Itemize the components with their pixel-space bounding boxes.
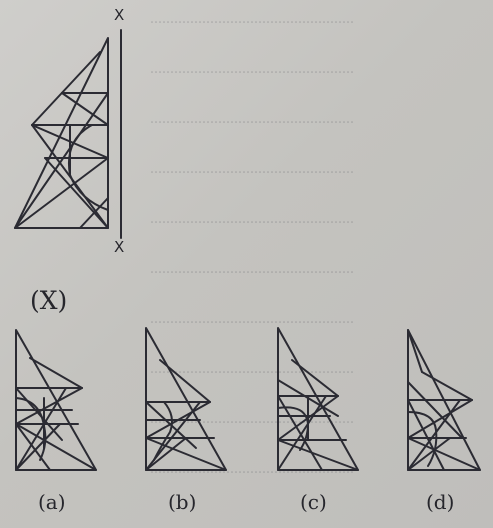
- curve-arc: [68, 124, 109, 211]
- diagonal-2: [14, 92, 109, 229]
- diagonal-3: [407, 399, 461, 471]
- hook-upper-line: [421, 371, 473, 401]
- bleed-through-text: ........................................…: [150, 110, 354, 127]
- diagonal-2: [15, 423, 97, 471]
- option-d-figure[interactable]: [388, 320, 493, 480]
- option-c-label: (c): [300, 490, 327, 514]
- outer-triangle: [145, 327, 227, 471]
- diagonal-4: [145, 437, 187, 471]
- option-b-figure[interactable]: [130, 320, 240, 480]
- hook-lower-line: [15, 387, 83, 425]
- bleed-through-text: ........................................…: [150, 210, 354, 227]
- option-b-label: (b): [168, 490, 197, 514]
- option-c-drawing: [277, 327, 359, 471]
- diagonal-5: [407, 437, 451, 471]
- bleed-through-text: ........................................…: [150, 460, 354, 477]
- hook-lower-line: [407, 399, 473, 439]
- diagonal-3: [15, 387, 67, 471]
- mirror-line-top-label: X: [114, 6, 125, 24]
- option-d-label: (d): [426, 490, 455, 514]
- outer-triangle: [15, 329, 97, 471]
- diagonal-3: [277, 395, 327, 471]
- diagonal-2: [145, 437, 227, 471]
- question-figure-label: (X): [30, 286, 68, 315]
- bleed-through-text: ........................................…: [150, 160, 354, 177]
- diagonal-4: [15, 423, 51, 471]
- question-figure-drawing: [14, 29, 122, 239]
- hook-upper-line: [291, 359, 339, 397]
- mirror-line-bottom-label: X: [114, 238, 125, 256]
- diagonal-6: [44, 157, 109, 229]
- option-d-drawing: [407, 329, 481, 471]
- hook-upper-line: [159, 359, 211, 403]
- diagonal-4: [277, 439, 359, 471]
- diagonal-2: [407, 437, 481, 471]
- bleed-through-text: ........................................…: [150, 60, 354, 77]
- diagonal-5: [15, 423, 61, 471]
- curve-arc: [153, 401, 173, 461]
- top-edge-line: [407, 329, 423, 373]
- diagonal-4: [14, 157, 109, 229]
- option-a-drawing: [15, 329, 97, 471]
- outer-triangle: [277, 327, 359, 471]
- question-figure: [0, 0, 150, 270]
- curve-arc: [407, 411, 438, 467]
- bleed-through-text: ........................................…: [150, 10, 354, 27]
- option-b-drawing: [145, 327, 227, 471]
- diagonal-1: [61, 92, 109, 126]
- option-a-label: (a): [38, 490, 66, 514]
- bleed-through-text: ........................................…: [150, 260, 354, 277]
- option-c-figure[interactable]: [262, 320, 372, 480]
- hook-upper-line: [29, 357, 83, 389]
- hook-upper-line: [31, 51, 101, 126]
- option-a-figure[interactable]: [0, 320, 110, 480]
- outer-triangle: [14, 37, 109, 229]
- bleed-through-text: ........................................…: [150, 310, 354, 327]
- diagonal-1: [407, 381, 463, 439]
